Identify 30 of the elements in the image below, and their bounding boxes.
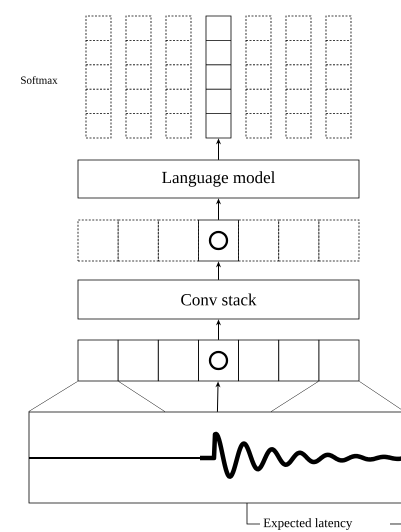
frame-cell [158, 340, 199, 382]
probability-column [166, 16, 192, 138]
receptive-field-line [359, 381, 401, 412]
probability-column [86, 16, 112, 138]
frame-cell [158, 220, 199, 262]
probability-column [126, 16, 152, 138]
frame-cell [278, 340, 320, 382]
frame-cell [198, 340, 239, 382]
process-box: Language model [78, 160, 360, 198]
probability-column [246, 16, 272, 138]
layer-label: Softmax [21, 76, 58, 84]
probability-column [326, 16, 352, 138]
frame-cell [278, 220, 320, 262]
receptive-field-line [28, 381, 78, 412]
frame-cell [118, 220, 159, 262]
frame-cell [198, 220, 239, 262]
process-box: Conv stack [78, 280, 360, 320]
frame-cell [318, 220, 360, 262]
receptive-field-line [118, 381, 166, 412]
probability-column [286, 16, 312, 138]
frame-cell [78, 220, 119, 262]
bracket-label: Expected latency [264, 518, 352, 530]
probability-column [206, 16, 232, 138]
frame-cell [78, 340, 119, 382]
frame-cell [238, 220, 280, 262]
receptive-field-line [270, 381, 319, 412]
frame-cell [318, 340, 360, 382]
frame-cell [238, 340, 280, 382]
waveform-drawing [28, 412, 401, 504]
frame-cell [118, 340, 159, 382]
